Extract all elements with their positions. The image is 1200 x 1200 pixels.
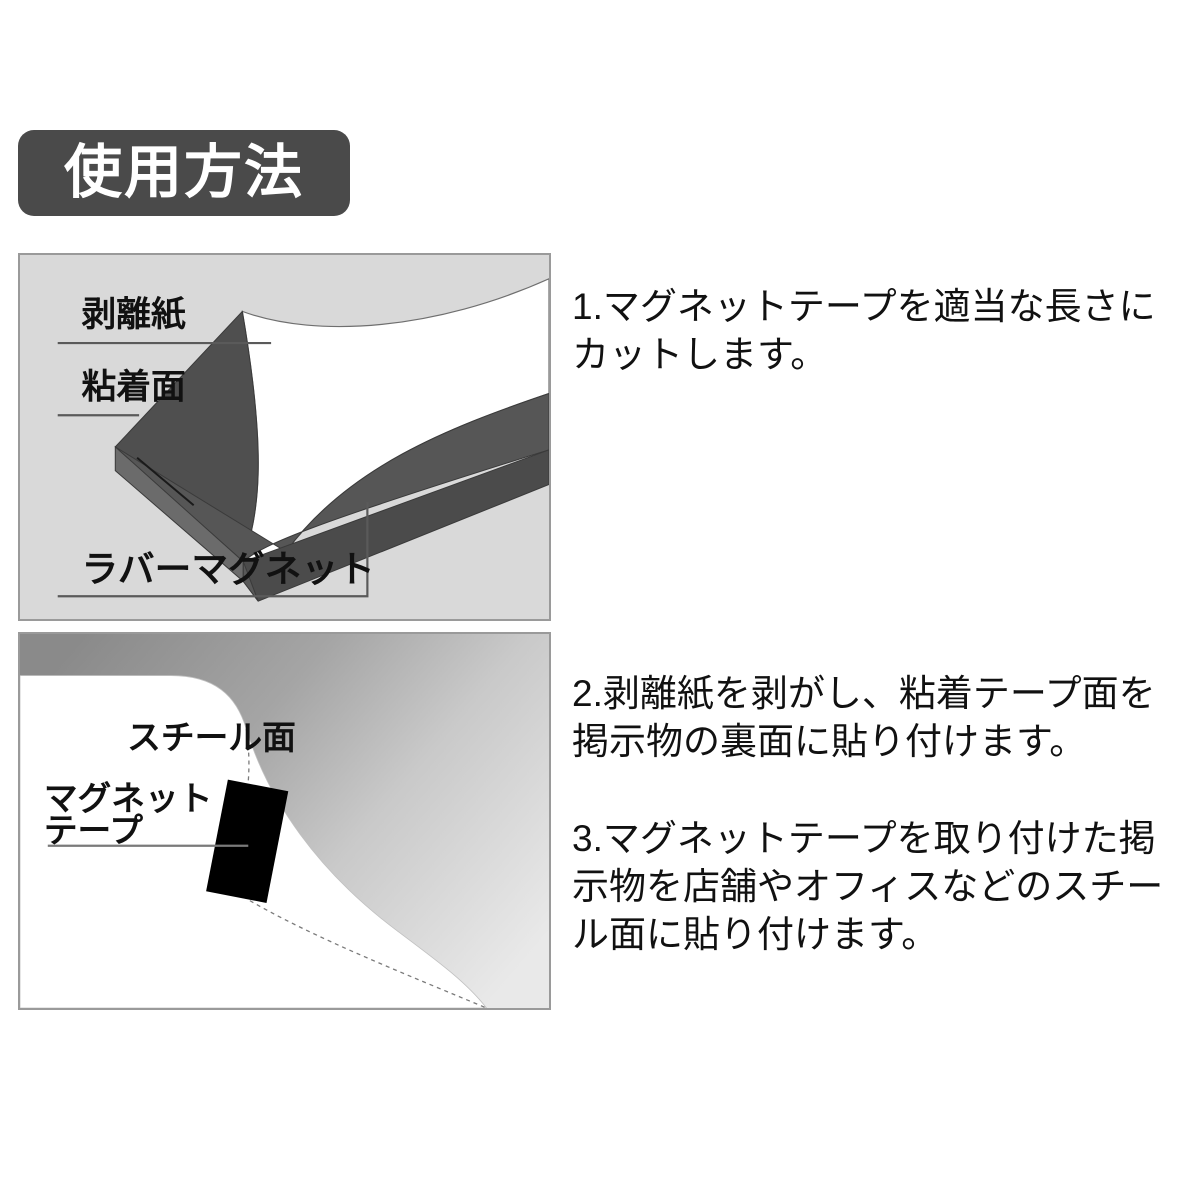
label-steel-surface: スチール面 <box>127 720 296 757</box>
section-header-badge: 使用方法 <box>18 130 350 216</box>
label-rubber-magnet: ラバーマグネット <box>82 548 375 589</box>
label-magnet-tape-line2: テープ <box>44 812 144 850</box>
leader-line-rubber-magnet <box>57 502 369 598</box>
instruction-step-3: 3.マグネットテープを取り付けた掲示物を店舗やオフィスなどのスチール面に貼り付け… <box>572 818 1164 956</box>
label-magnet-tape-line1: マグネット <box>44 780 213 818</box>
magnet-tape-strip <box>206 779 289 903</box>
figure-panel-steel-application: スチール面 マグネット テープ <box>18 632 551 1010</box>
label-adhesive-surface: 粘着面 <box>82 368 186 406</box>
instruction-step-1: 1.マグネットテープを適当な長さにカットします。 <box>572 286 1156 376</box>
rubber-magnet-corner-wedge <box>242 561 259 602</box>
adhesive-pointer-stroke <box>136 457 195 507</box>
steel-application-illustration: スチール面 マグネット テープ <box>20 634 549 1008</box>
label-release-paper: 剥離紙 <box>82 296 186 334</box>
cross-section-illustration: 剥離紙 粘着面 ラバーマグネット <box>20 255 549 619</box>
poster-hidden-edge-dashed-2 <box>216 878 487 1008</box>
section-header-label: 使用方法 <box>63 140 304 205</box>
figure-panel-cross-section: 剥離紙 粘着面 ラバーマグネット <box>18 253 551 621</box>
instruction-step-2: 2.剥離紙を剥がし、粘着テープ面を掲示物の裏面に貼り付けます。 <box>572 673 1156 763</box>
